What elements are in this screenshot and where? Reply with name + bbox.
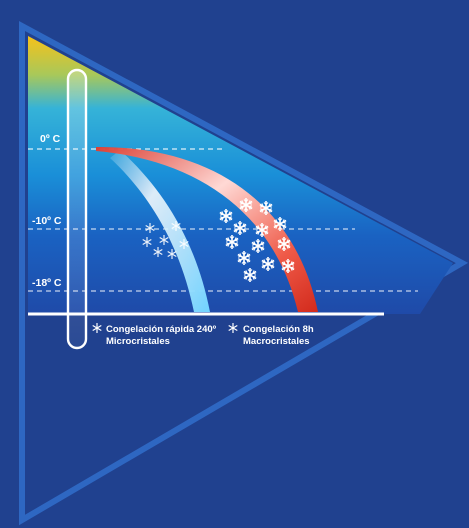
label-minus10c: -10º C bbox=[32, 215, 62, 227]
legend-fast-title: Congelación rápida 240º bbox=[106, 324, 217, 335]
legend-slow-title: Congelación 8h bbox=[243, 324, 314, 335]
label-0c: 0º C bbox=[40, 133, 61, 145]
thermometer bbox=[66, 68, 88, 350]
legend-fast-subtitle: Microcristales bbox=[106, 336, 170, 347]
triangle-outline bbox=[19, 20, 469, 526]
fast-freezing-curve bbox=[110, 150, 210, 312]
legend-fast: Congelación rápida 240º Microcristales bbox=[92, 322, 217, 347]
snowflake-icon bbox=[228, 322, 238, 334]
snowflake-icon bbox=[92, 322, 102, 334]
slow-freezing-curve bbox=[96, 146, 318, 312]
label-minus18c: -18º C bbox=[32, 277, 62, 289]
legend-slow: Congelación 8h Macrocristales bbox=[228, 322, 314, 347]
triangle-gradient-area bbox=[28, 36, 453, 314]
legend-slow-subtitle: Macrocristales bbox=[243, 336, 310, 347]
